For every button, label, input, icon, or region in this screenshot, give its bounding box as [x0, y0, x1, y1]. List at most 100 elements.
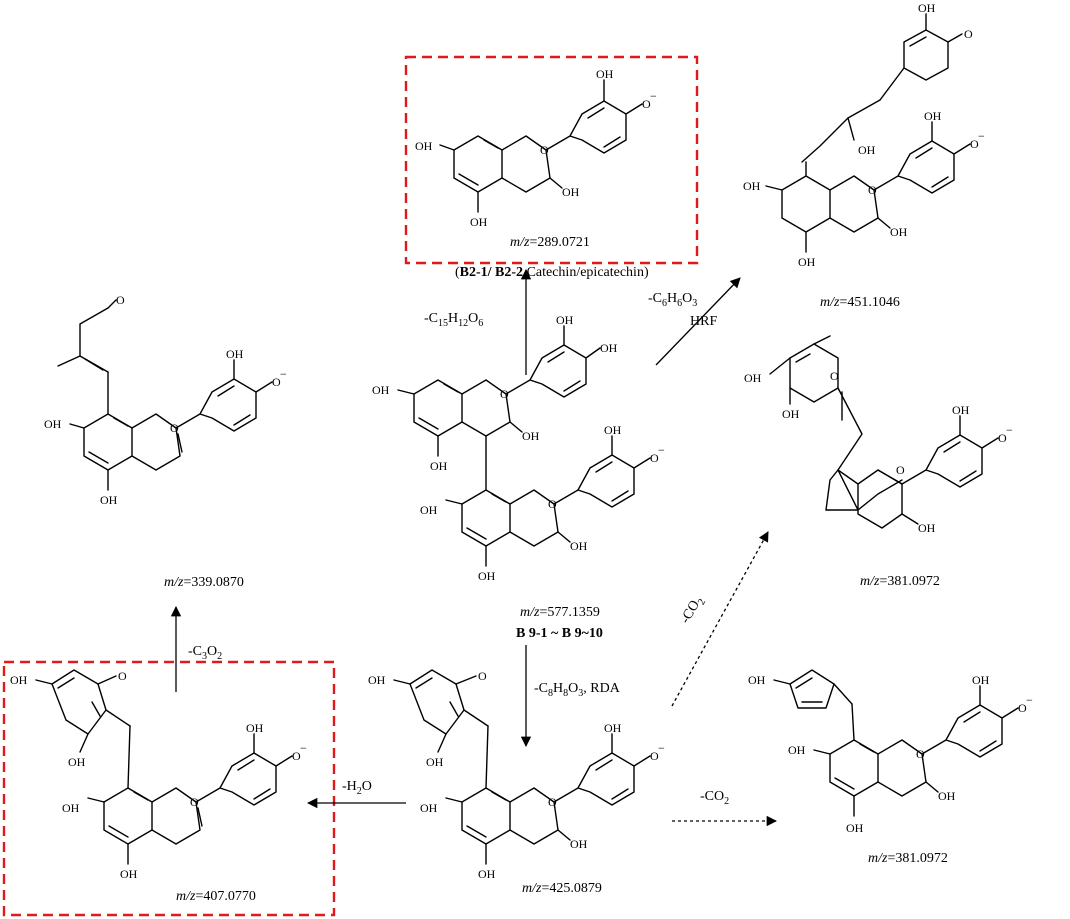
atom-label: O	[868, 183, 877, 197]
atom-label: O	[970, 137, 979, 151]
loss-h2o-label: -H2O	[342, 779, 372, 797]
flavene-339-mz: m/z=339.0870	[164, 575, 244, 590]
co2-381-b-structure	[773, 669, 1019, 817]
atom-label: O	[642, 97, 651, 111]
catechin-label: (B2-1/ B2-2 Catechin/epicatechin)	[455, 265, 649, 280]
charge-sign: −	[978, 129, 985, 143]
atom-label: O	[1018, 701, 1027, 715]
atom-label: O	[170, 421, 179, 435]
flavene-339-structure	[57, 299, 273, 491]
atom-label: OH	[368, 673, 386, 687]
rda-425-structure	[393, 669, 651, 865]
loss-c8h8o3-rda-label: -C8H8O3, RDA	[534, 681, 621, 699]
atom-label: OH	[10, 673, 28, 687]
co2-381-a-mz: m/z=381.0972	[860, 574, 940, 589]
atom-label: OH	[924, 109, 942, 123]
parent-mz: m/z=577.1359	[520, 605, 600, 620]
atom-label: O	[650, 451, 659, 465]
atom-label: O	[116, 293, 125, 307]
atom-label: OH	[748, 673, 766, 687]
atom-label: OH	[478, 569, 496, 583]
loss-c6h6o3-label: -C6H6O3	[648, 291, 697, 309]
atom-label: OH	[562, 185, 580, 199]
loss-c15h12o6-label: -C15H12O6	[424, 311, 483, 329]
atom-label: OH	[415, 139, 433, 153]
atom-label: OH	[556, 313, 574, 327]
parent-structure	[397, 325, 651, 567]
charge-sign: −	[650, 89, 657, 103]
atom-label: OH	[44, 417, 62, 431]
flavene-407-mz: m/z=407.0770	[176, 889, 256, 904]
atom-label: O	[272, 375, 281, 389]
atom-label: OH	[62, 801, 80, 815]
atom-label: OH	[952, 403, 970, 417]
atom-label: OH	[426, 755, 444, 769]
atom-label: OH	[743, 179, 761, 193]
catechin-structure	[439, 79, 643, 213]
atom-label: O	[830, 369, 839, 383]
charge-sign: −	[300, 741, 307, 755]
atom-label: O	[478, 669, 487, 683]
atom-label: OH	[782, 407, 800, 421]
atom-label: O	[896, 463, 905, 477]
atom-label: O	[118, 669, 127, 683]
atom-label: OH	[596, 67, 614, 81]
charge-sign: −	[1026, 693, 1033, 707]
atom-label: O	[548, 497, 557, 511]
atom-label: OH	[890, 225, 908, 239]
highlight-box-407	[2, 660, 336, 917]
atom-label: OH	[846, 821, 864, 835]
atom-label: O	[916, 747, 925, 761]
arrow-to-hrf	[655, 277, 741, 366]
loss-co2-label-a: -CO2	[678, 594, 708, 628]
atom-label: OH	[68, 755, 86, 769]
atom-label: OH	[470, 215, 488, 229]
atom-label: OH	[478, 867, 496, 881]
atom-label: OH	[972, 673, 990, 687]
atom-label: OH	[246, 721, 264, 735]
atom-label: OH	[744, 371, 762, 385]
atom-label: O	[292, 749, 301, 763]
atom-label: OH	[918, 1, 936, 15]
atom-label: OH	[600, 341, 618, 355]
atom-label: O	[964, 27, 973, 41]
catechin-mz: m/z=289.0721	[510, 235, 590, 250]
atom-label: OH	[604, 423, 622, 437]
charge-sign: −	[1006, 423, 1013, 437]
atom-label: OH	[120, 867, 138, 881]
atom-label: OH	[420, 503, 438, 517]
highlight-box-catechin	[404, 55, 699, 265]
parent-label: B 9-1 ~ B 9~10	[516, 626, 603, 641]
atom-label: OH	[918, 521, 936, 535]
atom-label: OH	[570, 539, 588, 553]
charge-sign: −	[658, 443, 665, 457]
atom-label: OH	[226, 347, 244, 361]
atom-label: O	[650, 749, 659, 763]
atom-label: OH	[372, 383, 390, 397]
atom-label: OH	[798, 255, 816, 269]
atom-label: O	[548, 795, 557, 809]
atom-label: OH	[100, 493, 118, 507]
atom-label: OH	[570, 837, 588, 851]
atom-label: O	[190, 795, 199, 809]
atom-label: OH	[858, 143, 876, 157]
atom-label: OH	[522, 429, 540, 443]
co2-381-a-structure	[769, 335, 999, 529]
hrf-product-structure	[765, 13, 971, 253]
charge-sign: −	[658, 741, 665, 755]
atom-label: O	[998, 431, 1007, 445]
rda-425-mz: m/z=425.0879	[522, 881, 602, 896]
atom-label: OH	[788, 743, 806, 757]
hrf-label: HRF	[690, 314, 717, 329]
atom-label: OH	[420, 801, 438, 815]
atom-label: OH	[430, 459, 448, 473]
loss-c3o2-label: -C3O2	[188, 644, 222, 662]
atom-label: O	[540, 143, 549, 157]
hrf-product-mz: m/z=451.1046	[820, 295, 900, 310]
atom-label: O	[500, 387, 509, 401]
co2-381-b-mz: m/z=381.0972	[868, 851, 948, 866]
flavene-407-structure	[35, 669, 293, 865]
atom-label: OH	[604, 721, 622, 735]
loss-co2-label-b: -CO2	[700, 789, 729, 807]
